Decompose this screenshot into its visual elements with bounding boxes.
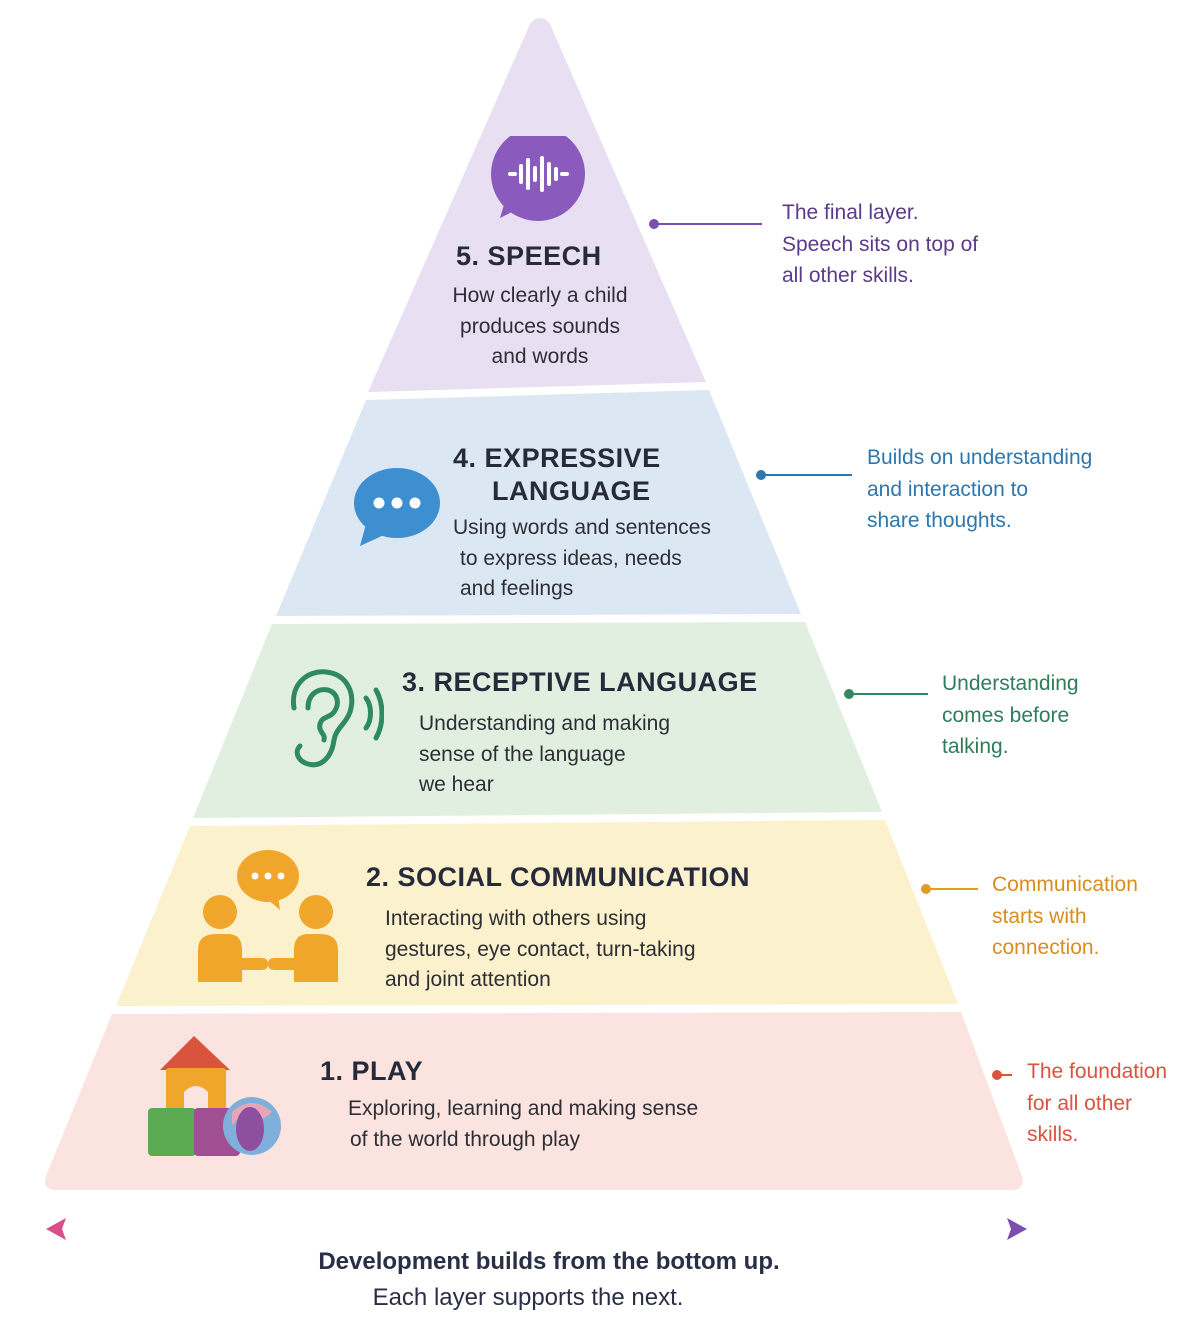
tier-3-band — [193, 622, 882, 818]
tier-5-description: How clearly a child produces sounds and … — [452, 284, 628, 368]
tier-2-description: Interacting with others using gestures, … — [385, 907, 696, 991]
two-people-talking-icon — [198, 850, 338, 982]
development-arrow — [46, 1218, 1027, 1240]
tier-1-band — [45, 1012, 1023, 1190]
tier-4-description: Using words and sentences to express ide… — [453, 516, 711, 600]
footer-line-1: Development builds from the bottom up. — [318, 1248, 780, 1275]
tier-4-title-line2: LANGUAGE — [492, 476, 651, 506]
tier-5-title: 5. SPEECH — [456, 241, 602, 271]
tier-1-description: Exploring, learning and making sense of … — [348, 1097, 699, 1151]
tier-3-note: Understanding comes before talking. — [942, 672, 1079, 758]
note-connectors — [649, 219, 1012, 1080]
footer-line-2: Each layer supports the next. — [372, 1284, 684, 1311]
tier-3-title: 3. RECEPTIVE LANGUAGE — [402, 667, 758, 697]
tier-1-title: 1. PLAY — [320, 1056, 424, 1086]
tier-5-note: The final layer. Speech sits on top of a… — [782, 201, 979, 287]
speech-waveform-bubble-icon — [491, 136, 585, 221]
tier-1-note: The foundation for all other skills. — [1027, 1060, 1168, 1146]
toy-blocks-icon — [148, 1036, 281, 1156]
tier-4-note: Builds on understanding and interaction … — [867, 446, 1093, 532]
tier-2-title: 2. SOCIAL COMMUNICATION — [366, 862, 751, 892]
tier-4-title: 4. EXPRESSIVE — [453, 443, 661, 473]
tier-4-band — [276, 390, 801, 616]
ear-icon — [290, 669, 384, 768]
tier-3-description: Understanding and making sense of the la… — [419, 712, 670, 796]
speech-bubble-dots-icon — [354, 468, 440, 546]
tier-2-note: Communication starts with connection. — [992, 873, 1138, 959]
